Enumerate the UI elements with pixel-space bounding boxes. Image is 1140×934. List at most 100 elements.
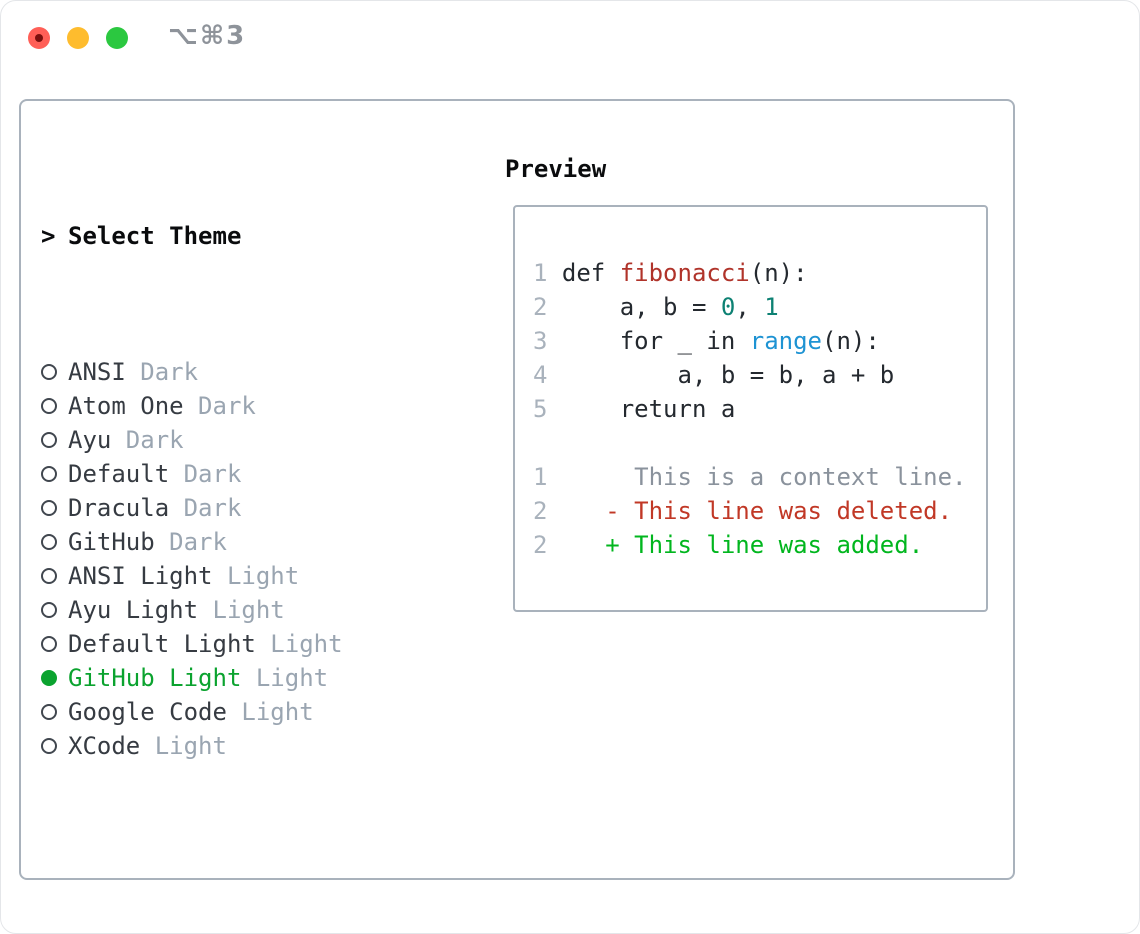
radio-icon[interactable]	[41, 466, 68, 482]
option-label: Default	[68, 460, 170, 488]
theme-option[interactable]: Atom One Dark	[41, 389, 491, 423]
preview-header: Preview	[505, 155, 607, 183]
code-segment-code: (n):	[749, 259, 808, 287]
radio-circle	[41, 568, 57, 584]
code-segment-code: return a	[561, 395, 736, 423]
radio-icon[interactable]	[41, 500, 68, 516]
code-line: 2 a, b = 0, 1	[533, 290, 986, 324]
theme-option[interactable]: GitHub Dark	[41, 525, 491, 559]
radio-circle	[41, 364, 57, 380]
radio-circle	[41, 534, 57, 550]
theme-variant-tag: Dark	[169, 460, 242, 488]
radio-icon[interactable]	[41, 568, 68, 584]
window-shortcut-label: ⌥⌘3	[168, 21, 247, 51]
radio-icon[interactable]	[41, 738, 68, 754]
code-segment-code: a, b =	[561, 293, 721, 321]
radio-circle	[41, 602, 57, 618]
code-line	[533, 426, 986, 460]
theme-variant-tag: Light	[212, 562, 300, 590]
radio-circle	[41, 398, 57, 414]
option-label: XCode	[68, 732, 141, 760]
theme-option[interactable]: ANSI Light Light	[41, 559, 491, 593]
theme-variant-tag: Light	[241, 664, 329, 692]
radio-circle	[41, 738, 57, 754]
option-label: GitHub Light	[68, 664, 242, 692]
radio-circle	[41, 670, 57, 686]
zoom-button[interactable]	[106, 27, 128, 49]
radio-circle	[41, 704, 57, 720]
code-line: 1 def fibonacci(n):	[533, 256, 986, 290]
theme-option[interactable]: Default Dark	[41, 457, 491, 491]
code-line: 5 return a	[533, 392, 986, 426]
code-segment-code: ,	[735, 293, 765, 321]
theme-option[interactable]: GitHub Light Light	[41, 661, 491, 695]
theme-option[interactable]: Google Code Light	[41, 695, 491, 729]
option-label: Dracula	[68, 494, 170, 522]
code-segment-code: for _ in	[561, 327, 750, 355]
theme-variant-tag: Light	[255, 630, 343, 658]
code-segment-code: def	[561, 259, 620, 287]
code-line: 3 for _ in range(n):	[533, 324, 986, 358]
radio-circle	[41, 466, 57, 482]
minimize-button[interactable]	[67, 27, 89, 49]
theme-option[interactable]: Ayu Light Light	[41, 593, 491, 627]
radio-icon[interactable]	[41, 534, 68, 550]
option-label: Default Light	[68, 630, 256, 658]
code-segment-deleted: - This line was deleted.	[561, 497, 953, 525]
line-number: 1	[533, 463, 562, 491]
close-button[interactable]	[28, 27, 50, 49]
line-number: 2	[533, 531, 562, 559]
option-label: ANSI Light	[68, 562, 213, 590]
code-segment-added: + This line was added.	[561, 531, 924, 559]
line-number: 1	[533, 259, 562, 287]
code-segment-num: 0	[720, 293, 736, 321]
code-line: 2 + This line was added.	[533, 528, 986, 562]
code-segment-code: (n):	[822, 327, 880, 355]
code-segment-context: This is a context line.	[561, 463, 967, 491]
radio-circle	[41, 500, 57, 516]
theme-option[interactable]: Default Light Light	[41, 627, 491, 661]
radio-icon[interactable]	[41, 398, 68, 414]
option-label: Google Code	[68, 698, 227, 726]
radio-icon[interactable]	[41, 636, 68, 652]
code-segment-code: a, b = b, a + b	[561, 361, 895, 389]
line-number	[533, 429, 562, 457]
radio-icon[interactable]	[41, 602, 68, 618]
radio-icon[interactable]	[41, 364, 68, 380]
line-number: 4	[533, 361, 562, 389]
radio-icon[interactable]	[41, 432, 68, 448]
theme-variant-tag: Dark	[125, 358, 199, 386]
theme-variant-tag: Dark	[169, 494, 242, 522]
code-line: 2 - This line was deleted.	[533, 494, 986, 528]
theme-variant-tag: Light	[140, 732, 227, 760]
theme-option[interactable]: XCode Light	[41, 729, 491, 763]
line-number: 2	[533, 497, 562, 525]
spacer	[41, 865, 491, 899]
line-number: 2	[533, 293, 562, 321]
code-segment-num: 1	[764, 293, 779, 321]
theme-variant-tag: Dark	[154, 528, 227, 556]
traffic-lights	[28, 27, 128, 49]
option-label: Atom One	[68, 392, 184, 420]
option-label: Ayu Light	[68, 596, 199, 624]
theme-option[interactable]: Dracula Dark	[41, 491, 491, 525]
theme-option[interactable]: Ayu Dark	[41, 423, 491, 457]
theme-option[interactable]: ANSI Dark	[41, 355, 491, 389]
code-line: 1 This is a context line.	[533, 460, 986, 494]
theme-variant-tag: Light	[226, 698, 314, 726]
select-theme-header-row: > Select Theme	[41, 219, 491, 253]
theme-variant-tag: Dark	[111, 426, 184, 454]
radio-selected-icon[interactable]	[41, 670, 68, 686]
prompt-icon: >	[41, 222, 56, 250]
radio-icon[interactable]	[41, 704, 68, 720]
option-label: Ayu	[68, 426, 112, 454]
option-label: GitHub	[68, 528, 155, 556]
select-theme-header: Select Theme	[68, 222, 242, 250]
radio-circle	[41, 432, 57, 448]
